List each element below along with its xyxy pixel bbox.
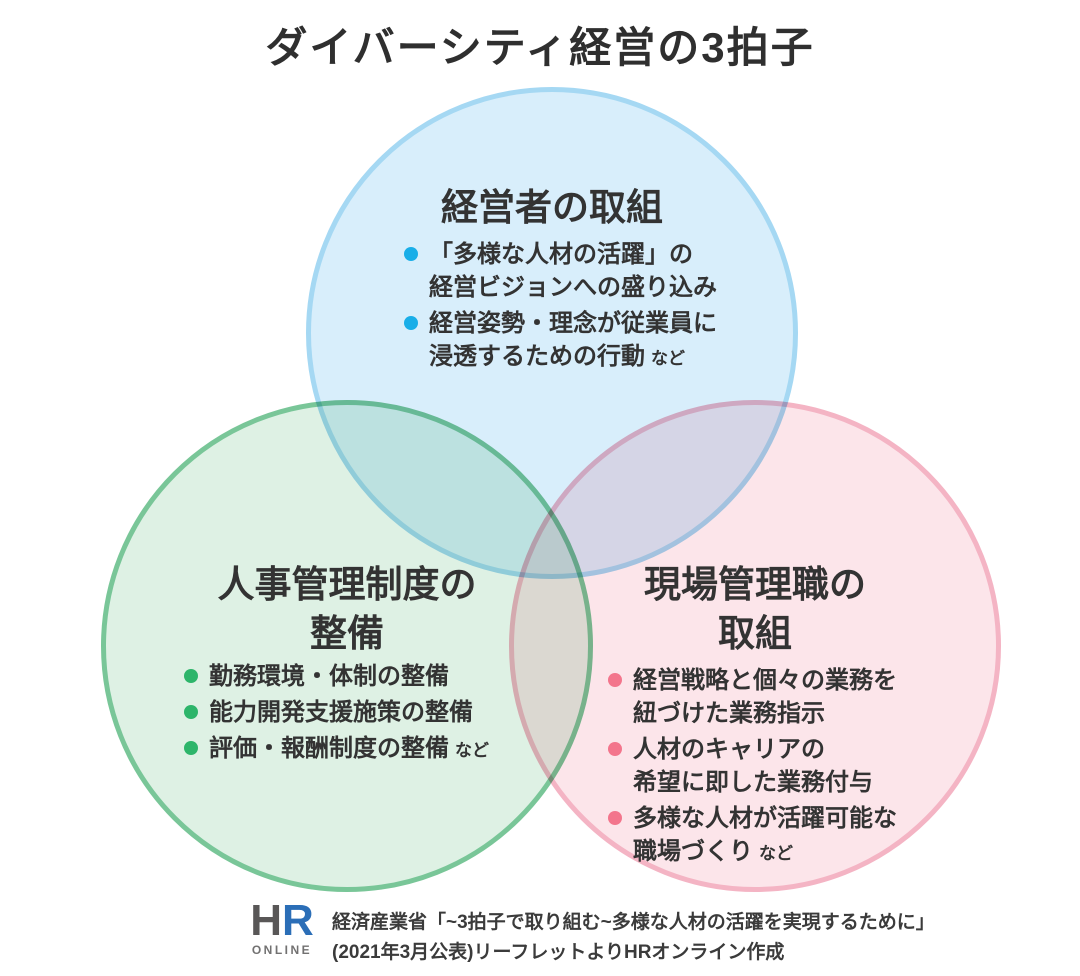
source-line: (2021年3月公表)リーフレットよりHRオンライン作成 [332, 942, 785, 963]
etc-suffix: など [759, 844, 793, 863]
list-item: 能力開発支援施策の整備 [184, 696, 524, 729]
bullet-dot-icon [184, 741, 198, 755]
etc-suffix: など [651, 349, 685, 368]
section-heading-management: 経営者の取組 [306, 183, 798, 232]
list-item-line: 勤務環境・体制の整備 [209, 663, 449, 690]
heading-line: 経営者の取組 [441, 187, 663, 228]
list-item-line: 「多様な人材の活躍」の [429, 241, 693, 268]
bullet-list-frontline: 経営戦略と個々の業務を 紐づけた業務指示 人材のキャリアの 希望に即した業務付与… [608, 664, 958, 873]
list-item: 「多様な人材の活躍」の 経営ビジョンへの盛り込み [404, 238, 744, 304]
list-item: 勤務環境・体制の整備 [184, 660, 524, 693]
source-line: 経済産業省「~3拍子で取り組む~多様な人材の活躍を実現するために」 [332, 912, 935, 933]
bullet-dot-icon [608, 673, 622, 687]
bullet-dot-icon [404, 316, 418, 330]
list-item-line-text: 浸透するための行動 [429, 343, 645, 370]
list-item-line: 人材のキャリアの [633, 736, 825, 763]
list-item: 評価・報酬制度の整備など [184, 732, 524, 767]
page-title: ダイバーシティ経営の3拍子 [265, 24, 815, 71]
section-heading-hr-system: 人事管理制度の 整備 [101, 560, 593, 658]
heading-line: 人事管理制度の [217, 564, 477, 605]
logo-letter-h: H [250, 896, 282, 945]
bullet-dot-icon [404, 247, 418, 261]
bullet-dot-icon [184, 669, 198, 683]
list-item: 人材のキャリアの 希望に即した業務付与 [608, 733, 958, 799]
logo-online-label: ONLINE [251, 943, 313, 957]
list-item: 経営戦略と個々の業務を 紐づけた業務指示 [608, 664, 958, 730]
heading-line: 取組 [718, 613, 792, 654]
list-item-line: 能力開発支援施策の整備 [209, 699, 473, 726]
list-item-line: 職場づくりなど [633, 835, 958, 870]
list-item-line: 経営ビジョンへの盛り込み [429, 274, 717, 301]
list-item-line: 浸透するための行動など [429, 340, 744, 375]
logo-letter-r: R [282, 896, 314, 945]
list-item: 経営姿勢・理念が従業員に 浸透するための行動など [404, 307, 744, 375]
bullet-list-management: 「多様な人材の活躍」の 経営ビジョンへの盛り込み 経営姿勢・理念が従業員に 浸透… [404, 238, 744, 378]
list-item-line: 経営姿勢・理念が従業員に [429, 310, 717, 337]
bullet-list-hr-system: 勤務環境・体制の整備 能力開発支援施策の整備 評価・報酬制度の整備など [184, 660, 524, 770]
bullet-dot-icon [608, 742, 622, 756]
hr-online-logo: HR ONLINE [240, 899, 324, 958]
source-attribution: 経済産業省「~3拍子で取り組む~多様な人材の活躍を実現するために」 (2021年… [332, 908, 935, 968]
list-item: 多様な人材が活躍可能な 職場づくりなど [608, 802, 958, 870]
list-item-line-text: 職場づくり [633, 838, 753, 865]
list-item-line-text: 評価・報酬制度の整備 [209, 735, 449, 762]
bullet-dot-icon [608, 811, 622, 825]
heading-line: 整備 [310, 613, 384, 654]
etc-suffix: など [455, 741, 489, 760]
list-item-line: 評価・報酬制度の整備など [209, 732, 524, 767]
list-item-line: 紐づけた業務指示 [633, 700, 825, 727]
heading-line: 現場管理職の [644, 564, 866, 605]
hr-online-logo-text: HR [240, 899, 324, 943]
section-heading-frontline: 現場管理職の 取組 [509, 560, 1001, 658]
bullet-dot-icon [184, 705, 198, 719]
list-item-line: 希望に即した業務付与 [633, 769, 873, 796]
venn-circle-frontline [509, 400, 1001, 892]
list-item-line: 経営戦略と個々の業務を [633, 667, 897, 694]
list-item-line: 多様な人材が活躍可能な [633, 805, 897, 832]
